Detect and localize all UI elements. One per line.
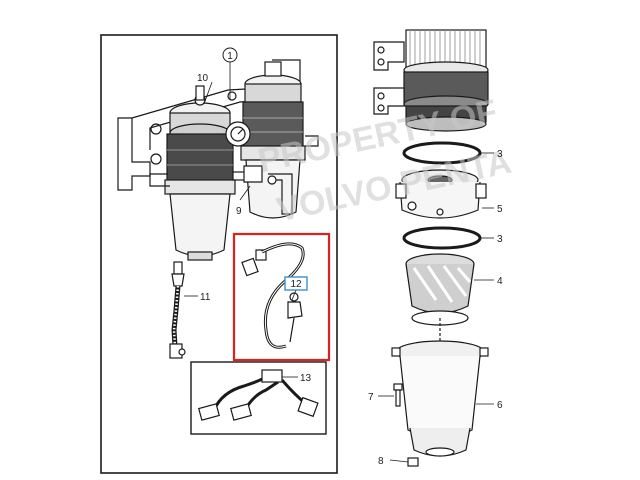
callout-1-circle (222, 47, 238, 63)
drain-hose (169, 261, 186, 359)
filter-bowl (391, 340, 489, 457)
left-filter-unit (164, 85, 236, 261)
callout-12-box (284, 276, 308, 291)
crossover-pipes (149, 135, 319, 215)
callout-5: 5 (497, 204, 503, 215)
o-ring-lower (402, 226, 482, 250)
callout-3-upper: 3 (497, 149, 503, 160)
bolt (393, 383, 403, 407)
assembly-frame (100, 34, 338, 474)
callout-7: 7 (368, 392, 374, 403)
callout-4: 4 (497, 276, 503, 287)
leader-9 (239, 185, 251, 201)
callout-11: 11 (200, 292, 211, 303)
sensor-harness (241, 242, 305, 349)
leader-12 (291, 289, 297, 301)
callout-10: 10 (197, 73, 209, 84)
callout-1: 1 (227, 51, 233, 62)
highlighted-sensor-harness-box (232, 232, 331, 362)
wiring-harness (198, 369, 319, 421)
housing-cap (395, 169, 487, 219)
callout-3-lower: 3 (497, 234, 503, 245)
leader-8 (389, 459, 409, 463)
callout-12: 12 (290, 279, 302, 290)
filter-element (403, 29, 489, 132)
callout-13: 13 (300, 373, 312, 384)
side-brackets (373, 41, 405, 115)
callout-9: 9 (236, 206, 242, 217)
callout-6: 6 (497, 400, 503, 411)
harness-13-box (190, 361, 327, 435)
vacuum-gauge (225, 121, 251, 147)
callout-8: 8 (378, 456, 384, 467)
drain-plug (407, 457, 419, 467)
turbine-deflector (405, 253, 475, 352)
leader-10 (203, 81, 213, 105)
